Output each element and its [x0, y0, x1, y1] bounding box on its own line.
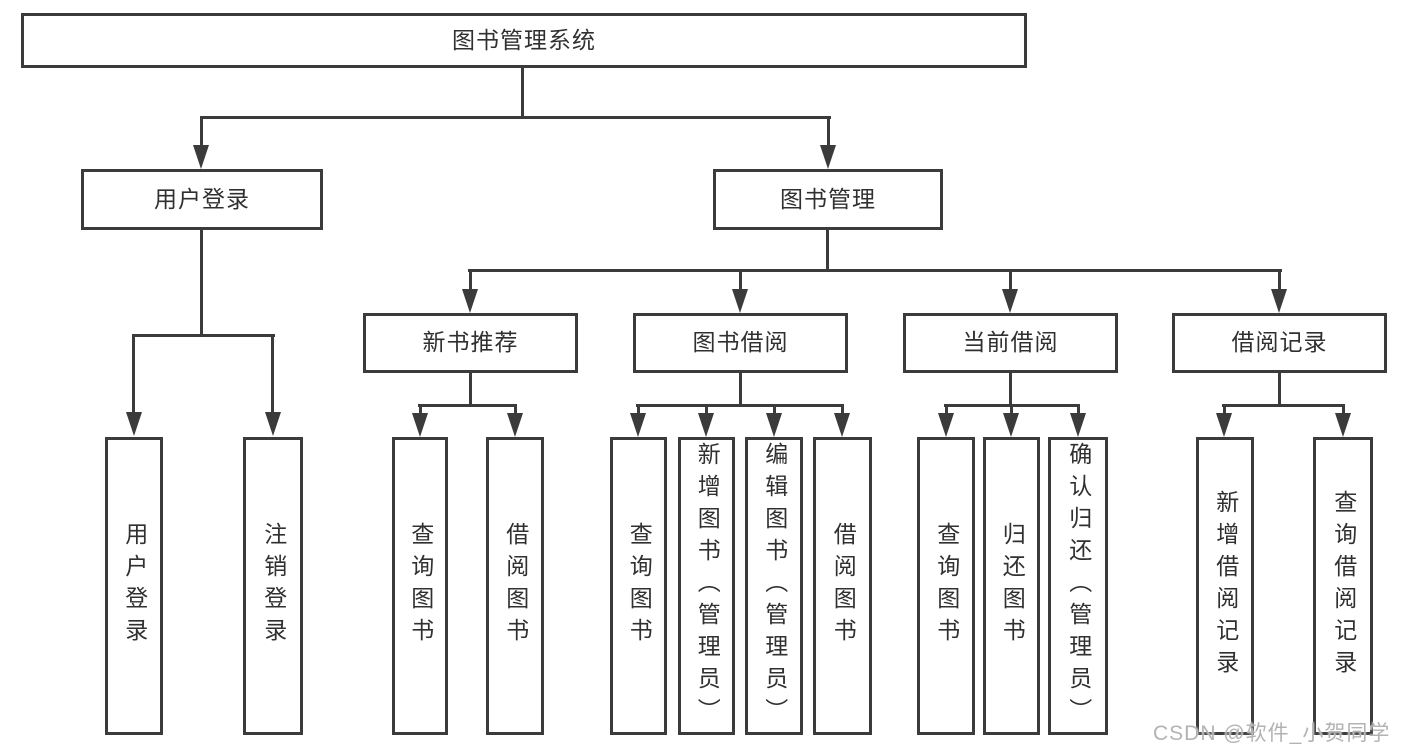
- connector-line: [1222, 404, 1345, 407]
- arrow-down-icon: [732, 289, 748, 313]
- leaf-cb-confirm-return-admin-label: 确认归还（管理员）: [1065, 442, 1092, 730]
- connector-line: [271, 334, 274, 412]
- leaf-br-query-record-label: 查询借阅记录: [1330, 490, 1357, 682]
- arrow-down-icon: [1003, 413, 1019, 437]
- arrow-down-icon: [1002, 289, 1018, 313]
- arrow-down-icon: [630, 413, 646, 437]
- leaf-bb-edit-books-admin: 编辑图书（管理员）: [745, 437, 803, 735]
- node-borrow-records-label: 借阅记录: [1231, 329, 1328, 356]
- connector-line: [419, 404, 422, 416]
- node-user-login: 用户登录: [81, 169, 323, 230]
- arrow-down-icon: [820, 145, 836, 169]
- leaf-nb-query-books: 查询图书: [392, 437, 448, 735]
- leaf-bb-edit-books-admin-label: 编辑图书（管理员）: [761, 442, 788, 730]
- node-borrow-records: 借阅记录: [1172, 313, 1387, 373]
- node-current-borrow: 当前借阅: [903, 313, 1118, 373]
- arrow-down-icon: [1216, 413, 1232, 437]
- leaf-logout: 注销登录: [243, 437, 303, 735]
- connector-line: [637, 404, 640, 416]
- connector-line: [521, 68, 524, 118]
- leaf-nb-borrow-books-label: 借阅图书: [502, 522, 529, 650]
- arrow-down-icon: [766, 413, 782, 437]
- node-book-borrow: 图书借阅: [633, 313, 848, 373]
- arrow-down-icon: [193, 145, 209, 169]
- connector-line: [1342, 404, 1345, 416]
- leaf-bb-borrow-books: 借阅图书: [813, 437, 872, 735]
- connector-line: [1077, 404, 1080, 416]
- connector-line: [827, 116, 830, 147]
- connector-line: [132, 334, 275, 337]
- connector-line: [636, 404, 844, 407]
- arrow-down-icon: [412, 413, 428, 437]
- connector-line: [945, 404, 948, 416]
- leaf-cb-return-books-label: 归还图书: [999, 522, 1026, 650]
- node-current-borrow-label: 当前借阅: [962, 329, 1059, 356]
- connector-line: [739, 269, 742, 293]
- leaf-logout-label: 注销登录: [260, 522, 287, 650]
- arrow-down-icon: [265, 412, 281, 436]
- leaf-nb-borrow-books: 借阅图书: [486, 437, 544, 735]
- leaf-user-login: 用户登录: [105, 437, 163, 735]
- leaf-user-login-label: 用户登录: [121, 522, 148, 650]
- connector-line: [1223, 404, 1226, 416]
- arrow-down-icon: [126, 412, 142, 436]
- connector-line: [773, 404, 776, 416]
- node-book-borrow-label: 图书借阅: [692, 329, 789, 356]
- leaf-bb-add-books-admin-label: 新增图书（管理员）: [694, 442, 721, 730]
- leaf-nb-query-books-label: 查询图书: [407, 522, 434, 650]
- connector-line: [826, 230, 829, 272]
- connector-line: [469, 373, 472, 407]
- arrow-down-icon: [1271, 289, 1287, 313]
- leaf-bb-query-books-label: 查询图书: [626, 522, 653, 650]
- leaf-br-add-record: 新增借阅记录: [1196, 437, 1254, 735]
- leaf-cb-query-books: 查询图书: [917, 437, 975, 735]
- arrow-down-icon: [698, 413, 714, 437]
- arrow-down-icon: [938, 413, 954, 437]
- connector-line: [514, 404, 517, 416]
- connector-line: [418, 404, 517, 407]
- leaf-bb-query-books: 查询图书: [610, 437, 667, 735]
- connector-line: [200, 116, 831, 119]
- arrow-down-icon: [1335, 413, 1351, 437]
- connector-line: [841, 404, 844, 416]
- arrow-down-icon: [1070, 413, 1086, 437]
- leaf-br-query-record: 查询借阅记录: [1313, 437, 1373, 735]
- leaf-br-add-record-label: 新增借阅记录: [1212, 490, 1239, 682]
- connector-line: [1278, 373, 1281, 407]
- leaf-cb-query-books-label: 查询图书: [933, 522, 960, 650]
- watermark: CSDN @软件_小贺同学: [1153, 722, 1391, 745]
- connector-line: [1278, 269, 1281, 293]
- connector-line: [469, 269, 472, 293]
- connector-line: [1010, 404, 1013, 416]
- node-root: 图书管理系统: [21, 13, 1027, 68]
- leaf-bb-add-books-admin: 新增图书（管理员）: [678, 437, 735, 735]
- node-root-label: 图书管理系统: [452, 26, 596, 53]
- node-book-mgmt: 图书管理: [713, 169, 943, 230]
- leaf-bb-borrow-books-label: 借阅图书: [830, 522, 857, 650]
- arrow-down-icon: [834, 413, 850, 437]
- connector-line: [468, 269, 1282, 272]
- connector-line: [200, 230, 203, 337]
- connector-line: [1009, 373, 1012, 407]
- connector-line: [1009, 269, 1012, 293]
- node-user-login-label: 用户登录: [154, 185, 250, 212]
- leaf-cb-return-books: 归还图书: [983, 437, 1040, 735]
- connector-line: [739, 373, 742, 407]
- node-new-books-label: 新书推荐: [422, 329, 519, 356]
- connector-line: [200, 116, 203, 147]
- arrow-down-icon: [462, 289, 478, 313]
- connector-line: [132, 334, 135, 412]
- node-book-mgmt-label: 图书管理: [780, 185, 876, 212]
- node-new-books: 新书推荐: [363, 313, 578, 373]
- connector-line: [705, 404, 708, 416]
- arrow-down-icon: [507, 413, 523, 437]
- leaf-cb-confirm-return-admin: 确认归还（管理员）: [1048, 437, 1108, 735]
